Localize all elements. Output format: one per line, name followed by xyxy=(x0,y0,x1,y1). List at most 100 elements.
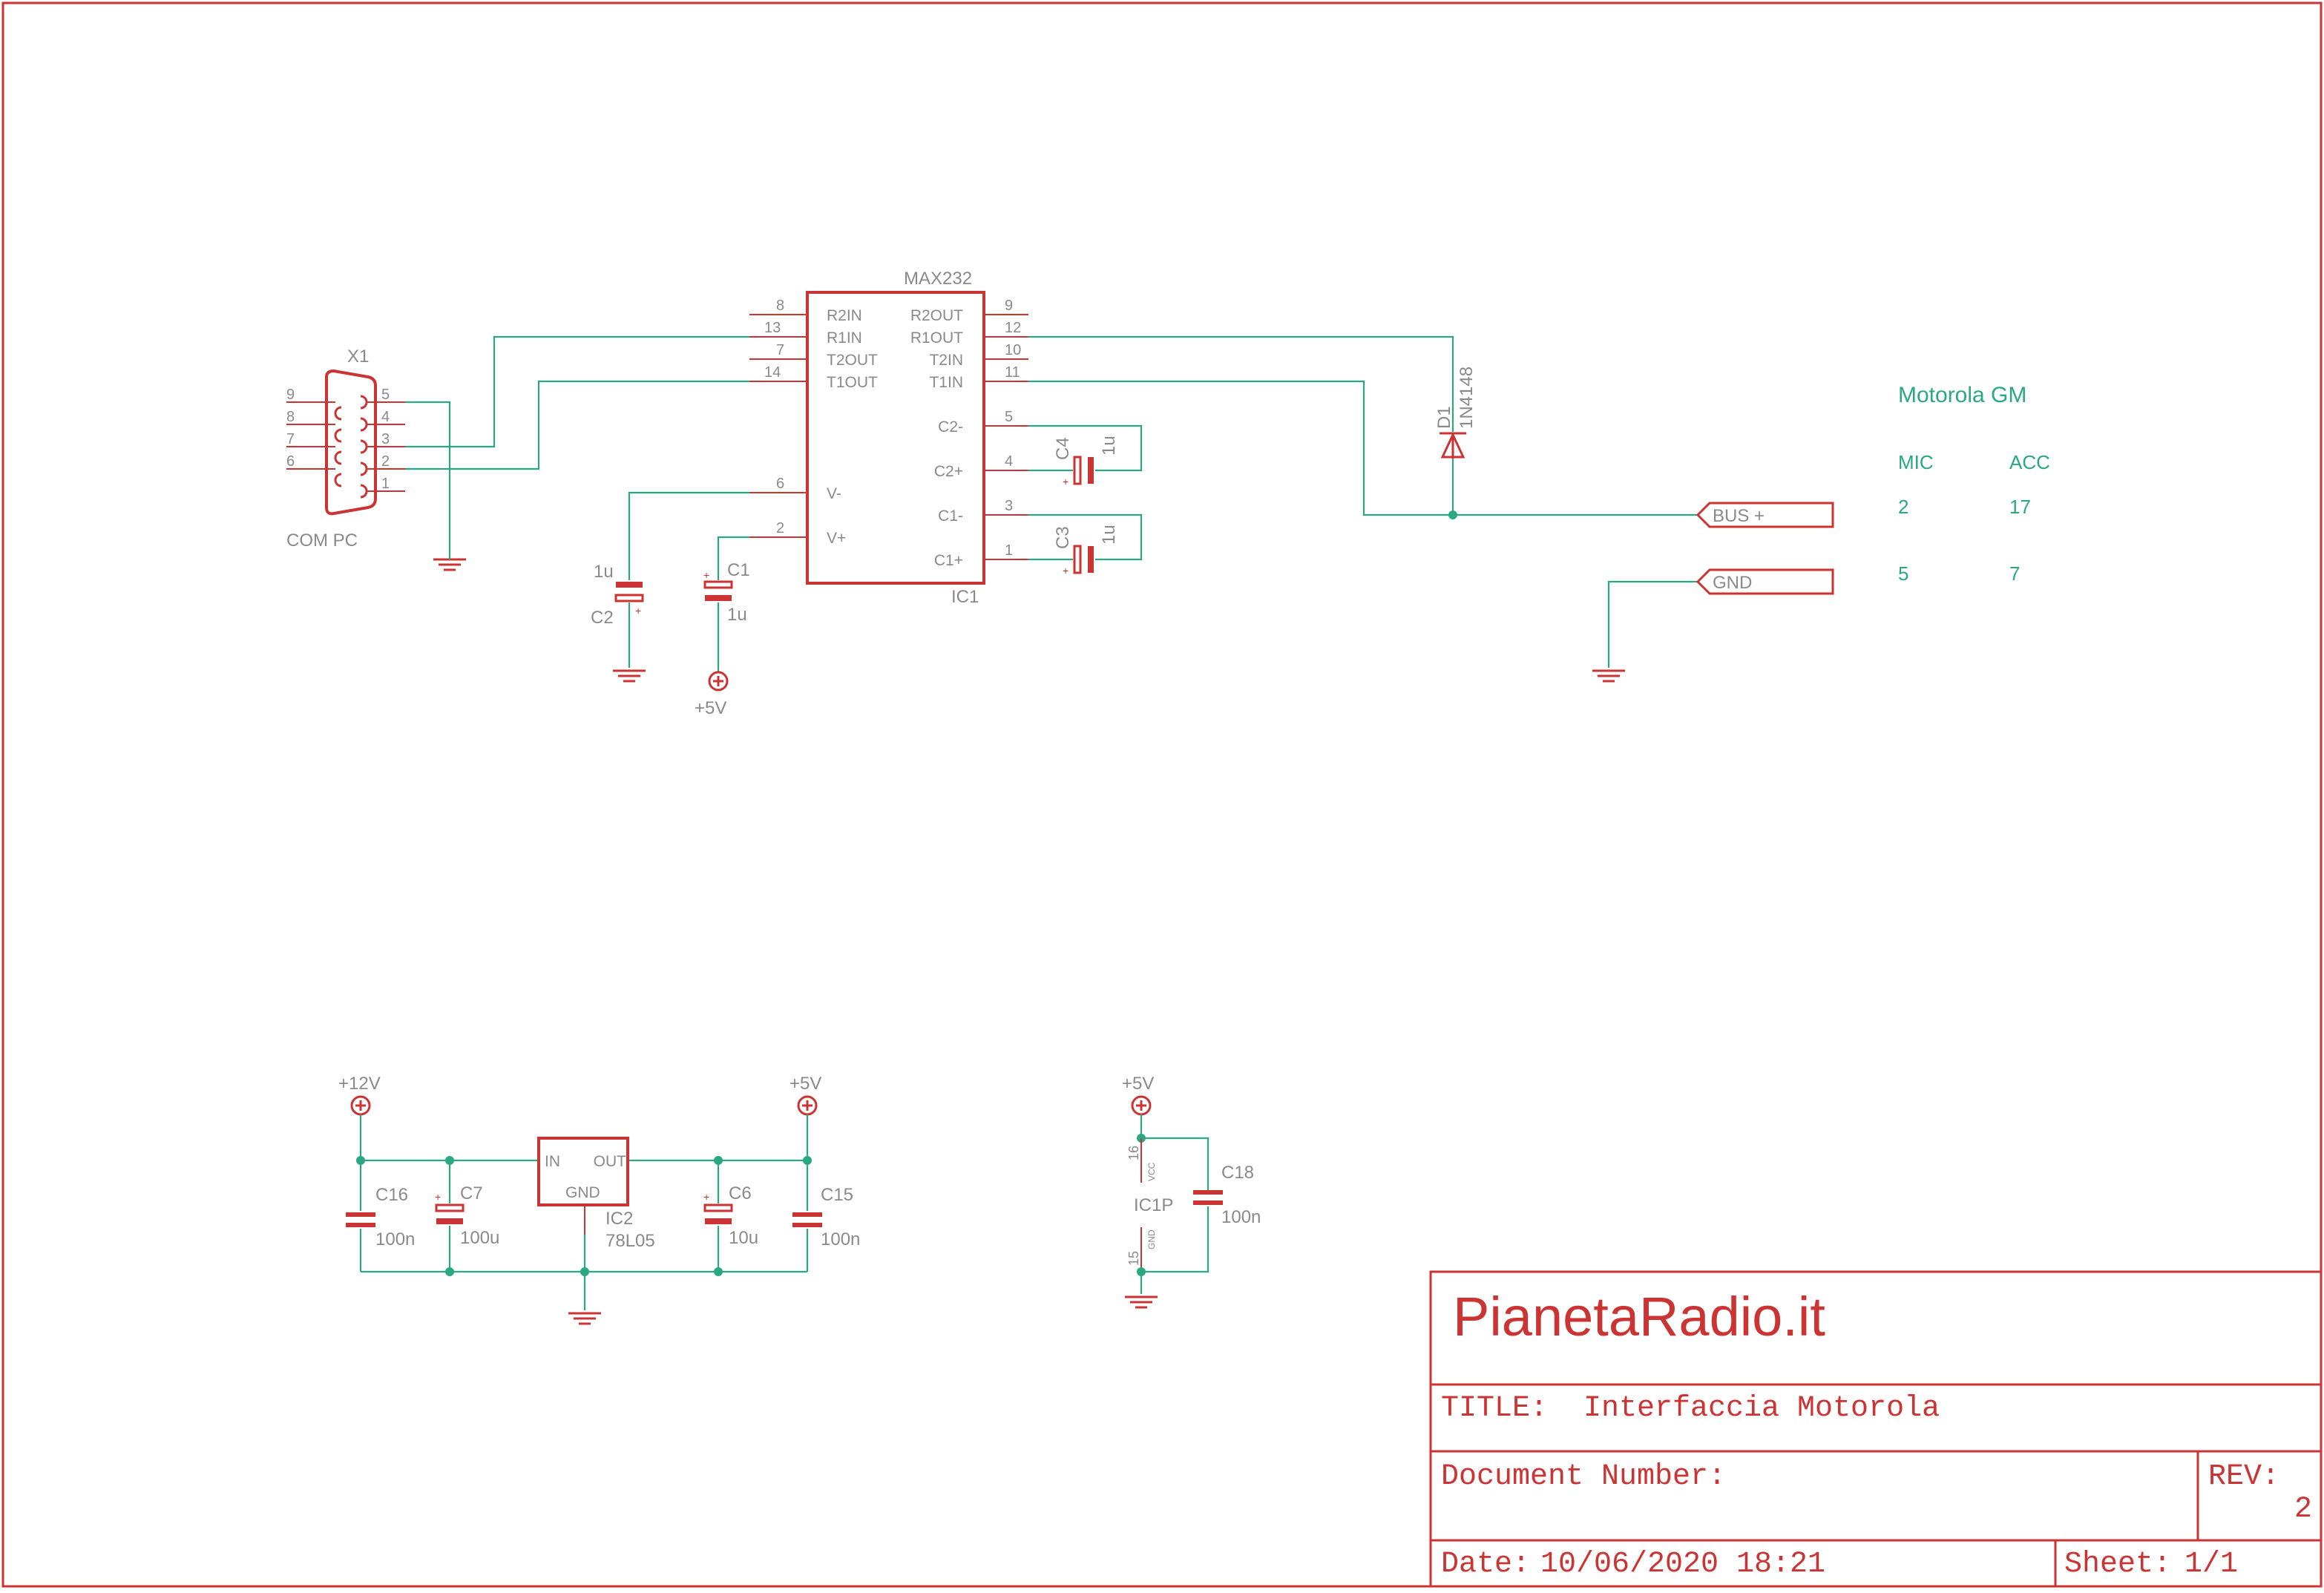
pin-number: 3 xyxy=(381,431,390,447)
brand-title: PianetaRadio.it xyxy=(1453,1286,1825,1347)
c3-capacitor: + C3 1u xyxy=(1028,513,1143,577)
polarity-plus: + xyxy=(635,605,641,617)
ic2-value: 78L05 xyxy=(605,1231,655,1251)
c7-value: 100u xyxy=(460,1228,499,1248)
ic1-name: IC1 xyxy=(951,587,979,607)
d1-value: 1N4148 xyxy=(1457,367,1477,429)
pin-number: 6 xyxy=(286,453,295,470)
c2-value: 1u xyxy=(594,562,614,582)
ic1-pin-r1out: 12 R1OUT xyxy=(910,320,1028,346)
supply-5v-symbol xyxy=(708,671,729,692)
pin-number: 5 xyxy=(381,387,390,403)
pin-number: 6 xyxy=(776,476,784,492)
c1-value: 1u xyxy=(727,605,747,625)
c2-name: C2 xyxy=(591,608,614,628)
c7-name: C7 xyxy=(460,1183,483,1203)
pin-number: 2 xyxy=(381,453,390,470)
pin-number: 8 xyxy=(776,298,784,314)
c6-capacitor: + C6 10u xyxy=(703,1160,758,1272)
polarity-plus: + xyxy=(1063,565,1069,577)
ic2-regulator: IN OUT GND IC2 78L05 xyxy=(537,1137,655,1251)
ic2-name: IC2 xyxy=(605,1209,633,1229)
x1-db9-connector: X1 COM PC 9 8 7 6 xyxy=(286,346,405,551)
pin-number: 13 xyxy=(764,320,781,336)
x1-left-pins: 9 8 7 6 xyxy=(286,387,335,470)
pin-number: 15 xyxy=(1126,1251,1141,1266)
date-label: Date: xyxy=(1441,1548,1530,1581)
ic1-body xyxy=(806,291,985,585)
sheet-value: 1/1 xyxy=(2185,1548,2238,1581)
pin-number: 8 xyxy=(286,409,295,425)
pin-label: T1OUT xyxy=(827,374,878,391)
d1-diode: D1 1N4148 xyxy=(1028,335,1698,519)
c6-value: 10u xyxy=(729,1228,758,1248)
pin-label: R2IN xyxy=(827,307,862,324)
pin-number: 7 xyxy=(776,342,784,358)
document-number-label: Document Number: xyxy=(1441,1460,1726,1494)
sheet-label: Sheet: xyxy=(2064,1548,2171,1581)
supply-5v-symbol xyxy=(1131,1095,1152,1116)
gnd-pin-label: GND xyxy=(1146,1229,1157,1249)
pin-number: 14 xyxy=(764,364,781,381)
supply-12v-label: +12V xyxy=(338,1074,381,1094)
motorola-connection-table: Motorola GM MIC ACC 2 17 5 7 xyxy=(1898,383,2050,585)
supply-5v-label: +5V xyxy=(695,698,726,718)
vcc-pin-label: VCC xyxy=(1146,1162,1157,1181)
bus-plus-port: BUS + xyxy=(1696,502,1834,528)
column-acc: ACC xyxy=(2009,451,2050,473)
x1-shell xyxy=(325,369,377,516)
ic1-pin-vminus: 6 V- xyxy=(749,476,841,502)
ic1-pin-t2in: 10 T2IN xyxy=(929,342,1028,369)
ground-symbol-x1 xyxy=(432,558,467,571)
pin-number: 1 xyxy=(1005,542,1013,559)
c4-capacitor: + C4 1u xyxy=(1028,424,1143,487)
c15-name: C15 xyxy=(821,1185,853,1205)
rev-value: 2 xyxy=(2294,1493,2312,1526)
pin-number: 7 xyxy=(286,431,295,447)
pin-label: T1IN xyxy=(929,374,963,391)
c3-name: C3 xyxy=(1053,526,1073,549)
bus-plus-label: BUS + xyxy=(1713,506,1765,526)
pin-label: V- xyxy=(827,485,841,502)
power-supply-section: +12V +5V C16 100n + xyxy=(338,1074,860,1325)
bus-acc-pin: 17 xyxy=(2009,496,2031,518)
pin-number: 4 xyxy=(381,409,390,425)
gnd-acc-pin: 7 xyxy=(2009,562,2020,585)
pin-label: R2OUT xyxy=(910,307,963,324)
gnd-mic-pin: 5 xyxy=(1898,562,1908,585)
title-block: PianetaRadio.it TITLE: Interfaccia Motor… xyxy=(1429,1270,2323,1588)
pin-label: C1+ xyxy=(934,552,963,569)
ground-symbol-port xyxy=(1591,669,1627,683)
polarity-plus: + xyxy=(703,569,709,581)
ground-symbol-ic1p xyxy=(1123,1295,1159,1309)
pin-label: C2+ xyxy=(934,463,963,480)
ic1-pin-c2minus: 5 C2- xyxy=(938,409,1028,436)
supply-5v-symbol xyxy=(797,1095,818,1116)
c2-capacitor: + 1u C2 xyxy=(591,491,749,683)
polarity-plus: + xyxy=(1063,476,1069,487)
ic1-pin-t1out: 14 T1OUT xyxy=(749,364,878,391)
c6-name: C6 xyxy=(729,1183,752,1203)
pin-number: 1 xyxy=(381,476,390,492)
ic1-pin-r2in: 8 R2IN xyxy=(749,298,862,324)
x1-right-pins: 5 4 3 2 1 xyxy=(367,387,405,492)
gnd-port-label: GND xyxy=(1713,573,1752,593)
pin-label: C1- xyxy=(938,508,963,525)
ic2-out-label: OUT xyxy=(594,1153,627,1170)
gnd-port: GND xyxy=(1591,568,1834,683)
c16-value: 100n xyxy=(375,1229,415,1249)
ic1-value: MAX232 xyxy=(904,269,972,289)
pin-number: 11 xyxy=(1005,364,1020,381)
x1-name: X1 xyxy=(347,346,369,367)
pin-number: 2 xyxy=(776,520,784,536)
date-value: 10/06/2020 18:21 xyxy=(1540,1548,1825,1581)
ic1-pin-c1minus: 3 C1- xyxy=(938,498,1028,525)
nets-x1 xyxy=(405,335,749,552)
ic2-gnd-label: GND xyxy=(565,1184,600,1201)
pin-label: T2OUT xyxy=(827,352,878,369)
ground-symbol-psu xyxy=(567,1312,603,1325)
ground-symbol-c2 xyxy=(611,669,647,683)
